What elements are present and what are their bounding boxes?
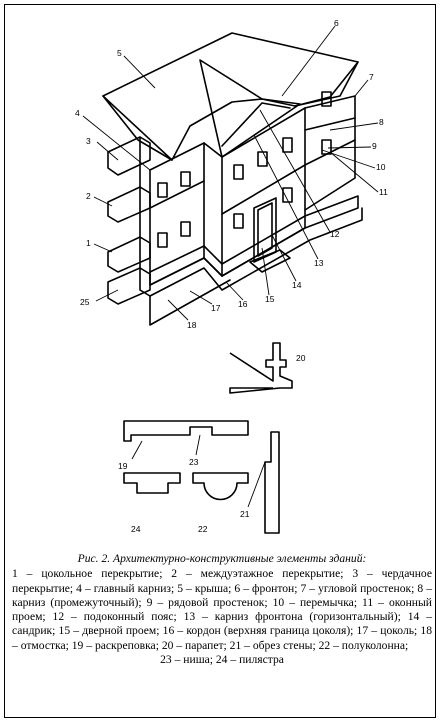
caption-title: Рис. 2. Архитектурно-конструктивные элем… xyxy=(77,552,367,565)
label-6: 6 xyxy=(334,18,339,28)
label-1: 1 xyxy=(86,238,91,248)
label-19: 19 xyxy=(118,461,128,471)
caption-legend: 1 – цокольное перекрытие; 2 – междуэтажн… xyxy=(12,567,432,652)
wall-offset-profile xyxy=(264,431,280,534)
label-16: 16 xyxy=(238,299,248,309)
label-15: 15 xyxy=(265,294,275,304)
pediment-inner xyxy=(221,102,291,147)
building-diagram: 5 4 3 2 1 25 6 7 8 9 10 11 12 13 14 15 1… xyxy=(75,18,388,534)
front-wall xyxy=(149,142,205,286)
label-3: 3 xyxy=(86,136,91,146)
label-2: 2 xyxy=(86,191,91,201)
label-7: 7 xyxy=(369,72,374,82)
label-13: 13 xyxy=(314,258,324,268)
pavement xyxy=(149,207,363,297)
slab-1 xyxy=(107,236,151,273)
pavement-edge xyxy=(149,279,231,326)
label-22: 22 xyxy=(198,524,208,534)
label-4: 4 xyxy=(75,108,80,118)
half-column-profile xyxy=(192,472,249,501)
door xyxy=(257,202,273,257)
caption-legend-end: 23 – ниша; 24 – пилястра xyxy=(160,653,284,667)
label-18: 18 xyxy=(187,320,197,330)
slab-25 xyxy=(107,267,151,305)
label-20: 20 xyxy=(296,353,306,363)
label-14: 14 xyxy=(292,280,302,290)
label-25: 25 xyxy=(80,297,90,307)
label-11: 11 xyxy=(379,187,388,197)
left-wall-edge xyxy=(139,136,151,297)
roof-eave-line xyxy=(294,61,359,107)
label-21: 21 xyxy=(240,509,250,519)
roof-ridge xyxy=(102,95,173,161)
side-cornice xyxy=(304,117,356,131)
door-steps xyxy=(249,249,291,273)
figure-caption: Рис. 2. Архитектурно-конструктивные элем… xyxy=(12,552,432,667)
side-wall xyxy=(304,95,356,211)
pilaster-profile xyxy=(123,472,181,494)
mid-cornice-side xyxy=(221,139,356,215)
label-12: 12 xyxy=(330,229,340,239)
label-5: 5 xyxy=(117,48,122,58)
label-17: 17 xyxy=(211,303,221,313)
mid-cornice-front xyxy=(149,180,205,209)
figure-frame xyxy=(4,4,436,718)
label-8: 8 xyxy=(379,117,384,127)
slab-2 xyxy=(107,186,151,223)
plinth xyxy=(149,195,359,286)
parapet-profile xyxy=(229,342,293,394)
label-9: 9 xyxy=(372,141,377,151)
label-23: 23 xyxy=(189,457,199,467)
pediment-outline xyxy=(199,59,301,158)
roof-outline xyxy=(102,32,359,161)
rustication-profile xyxy=(123,420,249,442)
label-10: 10 xyxy=(376,162,386,172)
label-24: 24 xyxy=(131,524,141,534)
